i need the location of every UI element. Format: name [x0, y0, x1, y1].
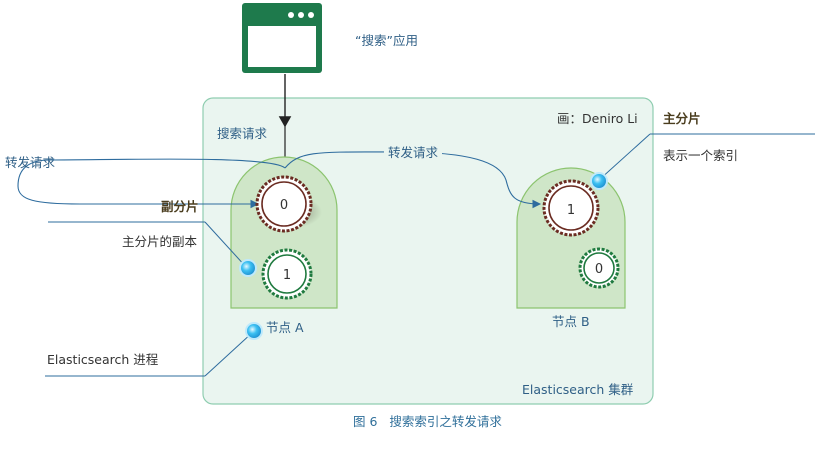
primary-marker-dot: [590, 172, 608, 190]
forward-request-right-path: [284, 151, 542, 209]
forward-request-left-path: [17, 158, 286, 209]
node-a-replica-shard: 1: [261, 248, 313, 300]
primary-shard-desc: 表示一个索引: [663, 148, 738, 163]
node-b-primary-shard: 1: [542, 179, 600, 237]
process-callout-line: [204, 331, 254, 377]
forward-request-left-label: 转发请求: [5, 155, 56, 170]
cluster-label: Elasticsearch 集群: [522, 382, 634, 397]
node-b-replica-number: 0: [595, 262, 603, 277]
forward-request-mid-label: 转发请求: [388, 145, 439, 160]
figure-caption: 图 6 搜索索引之转发请求: [353, 414, 502, 429]
app-label: “搜索”应用: [355, 33, 418, 48]
author-credit: 画：Deniro Li: [557, 111, 638, 126]
replica-shard-title: 副分片: [161, 199, 199, 214]
node-b-replica-shard: 0: [578, 247, 620, 289]
node-b-label: 节点 B: [552, 314, 590, 329]
primary-shard-title: 主分片: [663, 111, 701, 126]
process-label: Elasticsearch 进程: [47, 352, 159, 367]
replica-callout-line: [204, 221, 248, 269]
node-a-label: 节点 A: [266, 320, 304, 335]
node-b-primary-number: 1: [567, 203, 575, 218]
process-marker-dot: [245, 322, 263, 340]
node-a-primary-shard: 0: [255, 175, 322, 233]
primary-callout-line: [598, 133, 651, 181]
browser-window-icon: [242, 3, 322, 73]
replica-shard-desc: 主分片的副本: [122, 234, 198, 249]
replica-marker-dot: [239, 259, 257, 277]
node-a-primary-number: 0: [280, 198, 288, 213]
search-request-label: 搜索请求: [217, 126, 268, 141]
node-a-replica-number: 1: [283, 268, 291, 283]
